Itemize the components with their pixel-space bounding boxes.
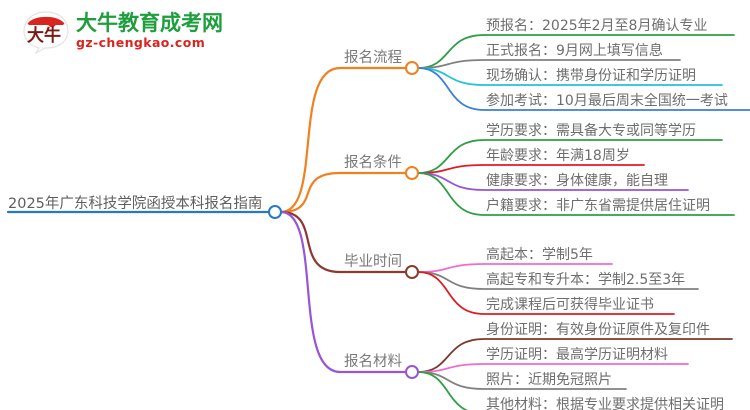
mindmap-nodes: [268, 61, 419, 379]
branch-link-3: [279, 210, 408, 374]
leaf-label-1-3[interactable]: 户籍要求：非广东省需提供居住证明: [486, 198, 710, 214]
root-node-label[interactable]: 2025年广东科技学院函授本科报名指南: [8, 196, 263, 212]
branch-label-3[interactable]: 报名材料: [344, 354, 402, 370]
branch-node-3[interactable]: [405, 365, 419, 379]
leaf-label-3-2[interactable]: 照片：近期免冠照片: [486, 372, 612, 388]
branch-node-0[interactable]: [405, 61, 419, 75]
leaf-label-3-0[interactable]: 身份证明：有效身份证原件及复印件: [486, 322, 710, 338]
leaf-label-0-2[interactable]: 现场确认：携带身份证和学历证明: [486, 68, 696, 84]
leaf-label-0-1[interactable]: 正式报名：9月网上填写信息: [486, 43, 663, 59]
branch-link-0: [279, 66, 408, 214]
leaf-link-0-0: [417, 34, 735, 69]
leaf-link-3-3: [417, 371, 469, 410]
logo-site-url: gz-chengkao.com: [76, 35, 206, 50]
mindmap-links: [6, 34, 750, 410]
leaf-link-1-3: [417, 172, 735, 216]
logo-wordmark: 大牛教育成考网 gz-chengkao.com: [76, 11, 223, 51]
branch-label-2[interactable]: 毕业时间: [344, 254, 402, 270]
branch-label-0[interactable]: 报名流程: [344, 50, 402, 66]
root-node-circle[interactable]: [268, 205, 282, 219]
branch-link-2: [279, 210, 408, 274]
leaf-link-0-3: [417, 67, 750, 111]
leaf-label-1-2[interactable]: 健康要求：身体健康，能自理: [486, 173, 668, 189]
leaf-label-2-2[interactable]: 完成课程后可获得毕业证书: [486, 297, 654, 313]
logo-bubble-icon: 大牛: [23, 11, 69, 54]
leaf-label-1-0[interactable]: 学历要求：需具备大专或同等学历: [486, 123, 696, 139]
leaf-label-1-1[interactable]: 年龄要求：年满18周岁: [486, 148, 630, 164]
leaf-link-3-1: [417, 363, 689, 373]
leaf-link-2-0: [417, 263, 613, 273]
leaf-label-2-1[interactable]: 高起专和专升本：学制2.5至3年: [486, 272, 686, 288]
branch-link-1: [279, 171, 408, 214]
logo-site-name: 大牛教育成考网: [76, 11, 223, 35]
logo-bubble-text: 大牛: [27, 25, 61, 46]
branch-node-2[interactable]: [405, 265, 419, 279]
site-logo: 大牛 大牛教育成考网 gz-chengkao.com: [22, 6, 223, 64]
leaf-link-0-1: [417, 59, 681, 69]
leaf-link-1-0: [417, 139, 723, 174]
leaf-label-0-0[interactable]: 预报名：2025年2月至8月确认专业: [486, 18, 708, 34]
branch-node-1[interactable]: [405, 166, 419, 180]
branch-label-1[interactable]: 报名条件: [344, 155, 402, 171]
leaf-link-1-1: [417, 164, 645, 174]
leaf-label-0-3[interactable]: 参加考试：10月最后周末全国统一考试: [486, 93, 728, 109]
leaf-link-2-2: [417, 271, 675, 315]
leaf-link-3-0: [417, 338, 733, 373]
leaf-label-3-3[interactable]: 其他材料：根据专业要求提供相关证明: [486, 397, 724, 410]
leaf-label-3-1[interactable]: 学历证明：最高学历证明材料: [486, 347, 668, 363]
leaf-label-2-0[interactable]: 高起本：学制5年: [486, 247, 593, 263]
